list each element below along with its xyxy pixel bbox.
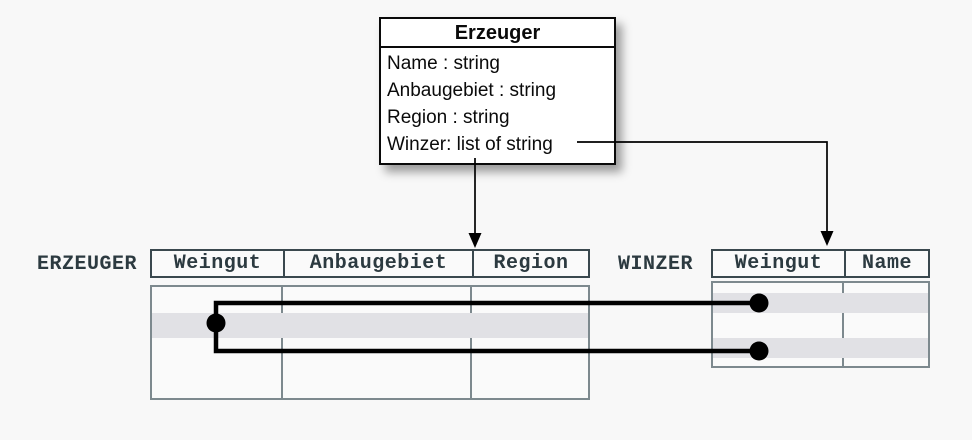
column-divider — [470, 287, 472, 398]
erzeuger-table-body — [150, 285, 590, 400]
arrowhead-to-winzer — [820, 231, 834, 246]
erzeuger-table-label: ERZEUGER — [37, 253, 138, 276]
erzeuger-column-header-region: Region — [472, 251, 588, 276]
highlighted-row — [713, 338, 928, 358]
winzer-column-header-weingut: Weingut — [734, 252, 823, 275]
winzer-column-header-name: Name — [844, 251, 928, 276]
class-attribute-winzer: Winzer: list of string — [387, 134, 553, 155]
uml-class-box: Erzeuger Name : string Anbaugebiet : str… — [379, 17, 616, 165]
column-divider — [842, 283, 844, 366]
highlighted-row — [152, 313, 588, 338]
class-attribute-region: Region : string — [387, 107, 510, 128]
winzer-table-label: WINZER — [618, 253, 694, 276]
winzer-table-body — [711, 281, 930, 368]
class-attribute-anbaugebiet: Anbaugebiet : string — [387, 80, 557, 101]
class-attribute-list: Name : string Anbaugebiet : string Regio… — [381, 48, 614, 163]
class-attribute-name: Name : string — [387, 53, 500, 74]
winzer-header-row: Weingut Name — [711, 249, 930, 278]
highlighted-row — [713, 293, 928, 313]
column-divider — [281, 287, 283, 398]
arrowhead-to-erzeuger — [468, 233, 482, 248]
erzeuger-column-header-weingut: Weingut — [173, 252, 262, 275]
class-title: Erzeuger — [381, 19, 614, 48]
erzeuger-header-row: Weingut Anbaugebiet Region — [150, 249, 590, 278]
erzeuger-column-header-anbaugebiet: Anbaugebiet — [283, 251, 472, 276]
